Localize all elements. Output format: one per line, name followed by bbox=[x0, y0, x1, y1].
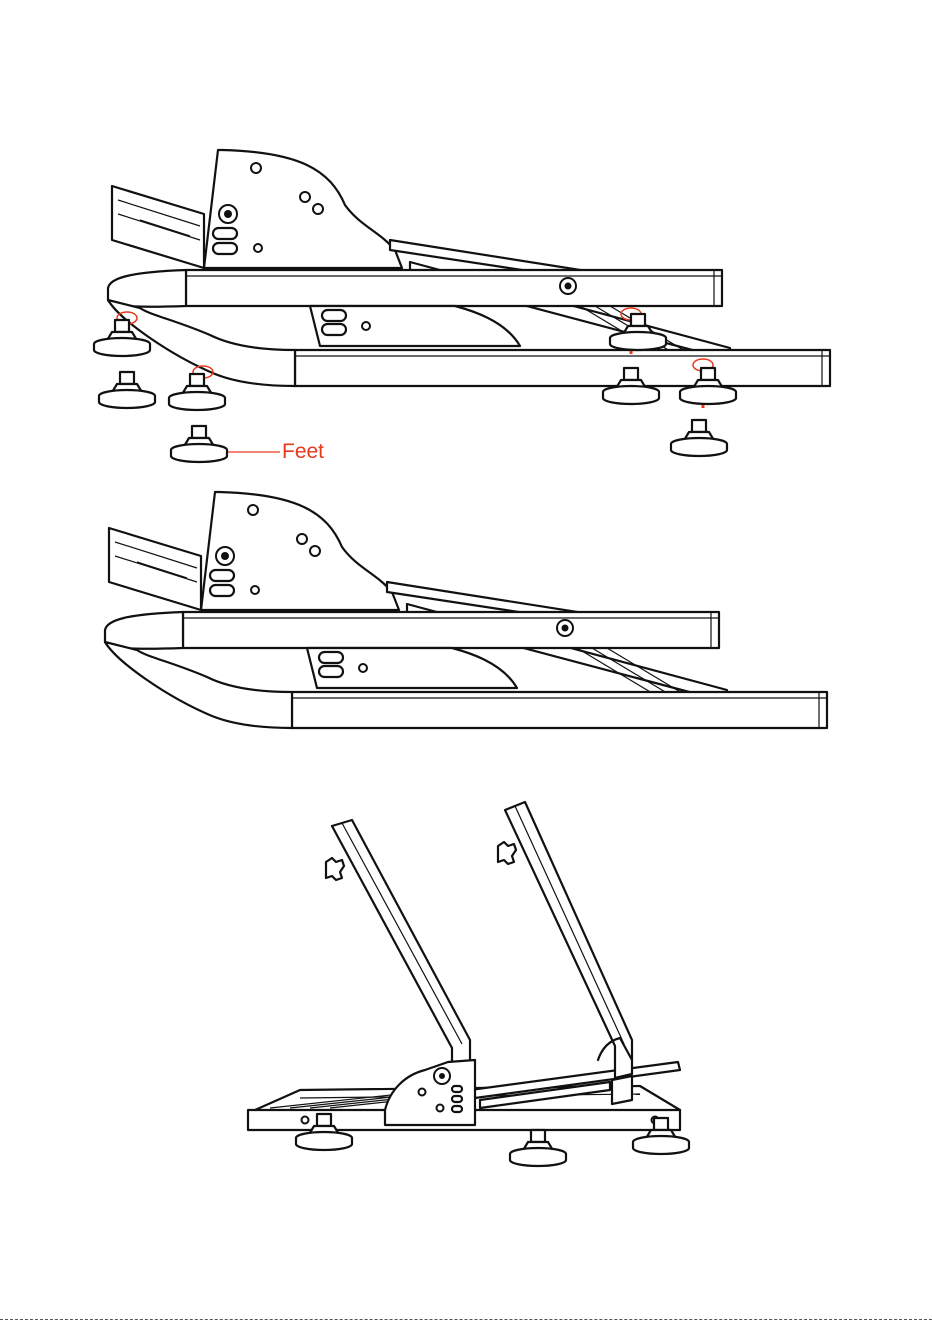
page-edge-divider bbox=[0, 1319, 932, 1320]
step-1-illustration bbox=[99, 150, 830, 462]
feet-callout-label: Feet bbox=[282, 440, 324, 464]
step-3-illustration bbox=[248, 802, 689, 1166]
